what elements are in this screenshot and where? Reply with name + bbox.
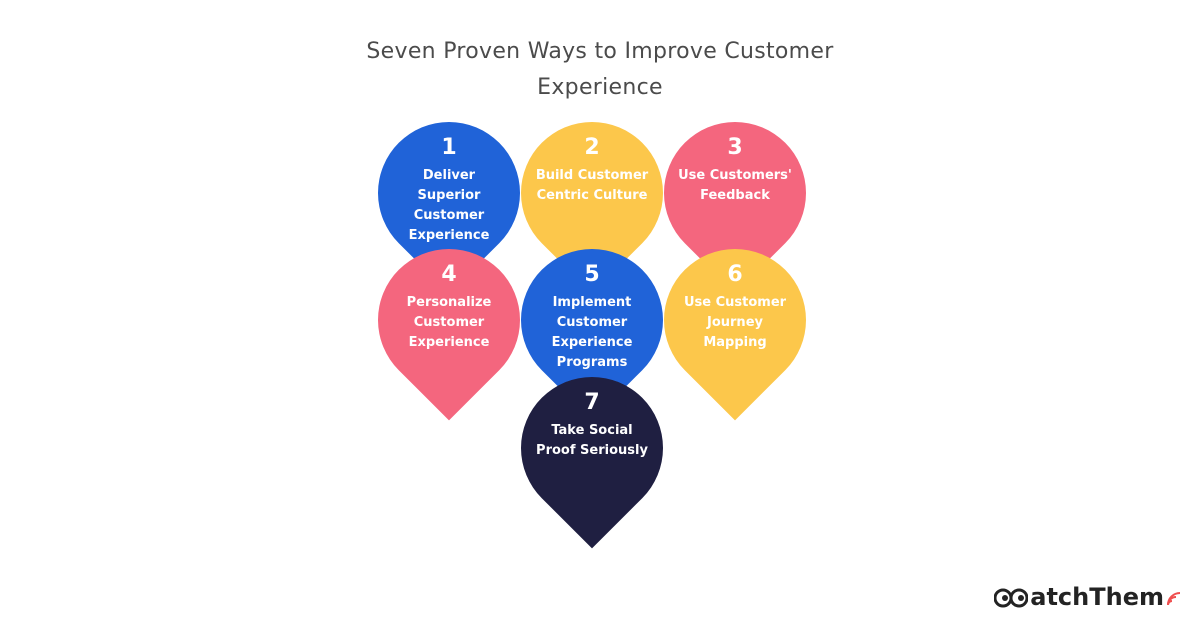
step-label: Deliver Superior Customer Experience [408,168,490,243]
step-number: 6 [727,262,743,287]
step-number: 4 [441,262,457,287]
logo-text: atchThem [1030,583,1164,611]
eyes-icon [994,588,1029,608]
step-label: Personalize Customer Experience [406,295,492,350]
step-2-pin: 2 Build Customer Centric Culture [491,92,693,294]
signal-icon [1167,592,1181,606]
step-label: Take Social Proof Seriously [536,423,648,458]
step-5-pin: 5 Implement Customer Experience Programs [491,219,693,421]
step-label: Build Customer Centric Culture [535,168,649,203]
watchthem-logo: atchThem [994,580,1182,614]
step-6-pin: 6 Use Customer Journey Mapping [634,219,836,421]
page-title: Seven Proven Ways to Improve Customer Ex… [366,39,834,100]
step-label: Implement Customer Experience Programs [551,295,633,370]
step-label: Use Customers' Feedback [678,168,792,203]
step-label: Use Customer Journey Mapping [683,295,787,350]
step-1-pin: 1 Deliver Superior Customer Experience [348,92,550,294]
step-number: 1 [441,135,457,160]
step-3-pin: 3 Use Customers' Feedback [634,92,836,294]
step-number: 2 [584,135,600,160]
step-4-pin: 4 Personalize Customer Experience [348,219,550,421]
step-7-pin: 7 Take Social Proof Seriously [491,347,693,549]
step-number: 5 [584,262,600,287]
step-number: 3 [727,135,743,160]
step-number: 7 [584,390,600,415]
